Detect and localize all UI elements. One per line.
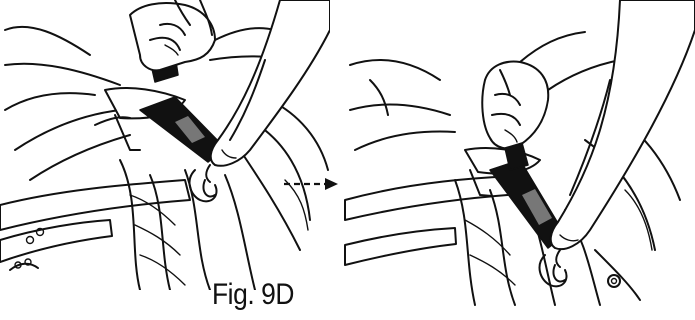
figure-caption: Fig. 9D: [212, 278, 294, 312]
left-panel-illustration: [0, 0, 330, 290]
